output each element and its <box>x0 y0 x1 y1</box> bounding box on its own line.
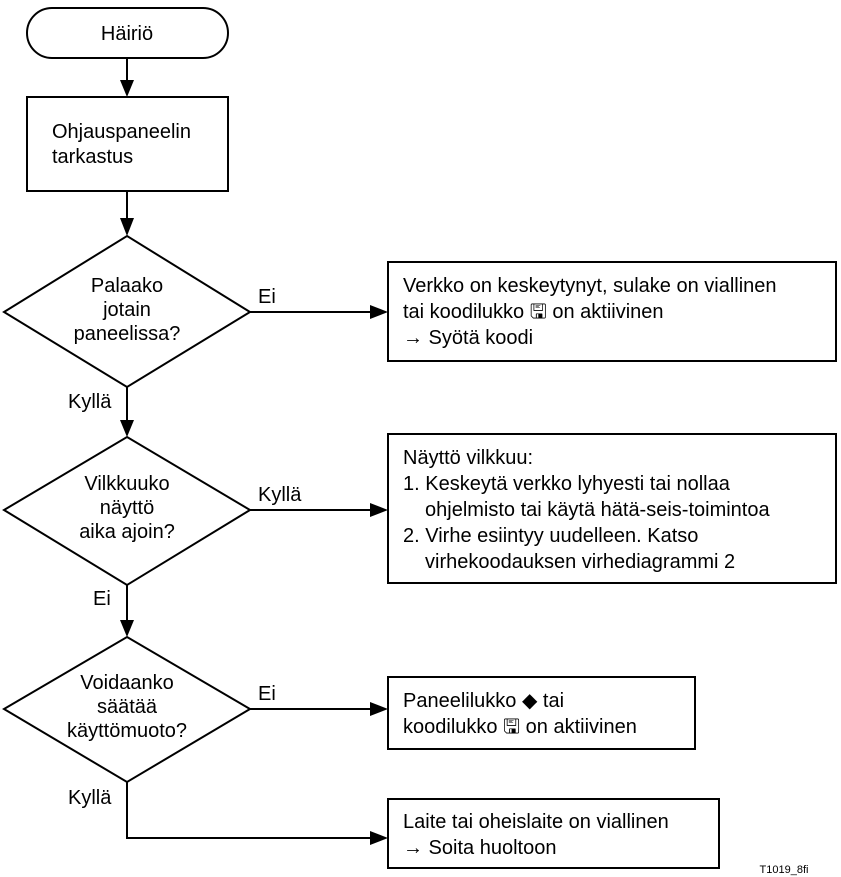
result-1-line-3: → Syötä koodi <box>403 327 533 349</box>
connectors <box>120 58 388 845</box>
arrow-head <box>370 305 388 319</box>
result-box-1: Verkko on keskeytynyt, sulake on viallin… <box>387 261 837 362</box>
check-panel-line-1: Ohjauspaneelin <box>52 121 191 143</box>
figure-id-label: T1019_8fi <box>760 864 809 876</box>
decision-1: Palaako jotain paneelissa? <box>2 234 252 389</box>
decision-1-yes-label: Kyllä <box>68 391 112 413</box>
connector-decision3-yes <box>126 782 370 839</box>
result-4-line-2: → Soita huoltoon <box>403 837 556 859</box>
result-2-line-4: 2. Virhe esiintyy uudelleen. Katso <box>403 525 698 547</box>
decision-1-no-label: Ei <box>258 286 276 308</box>
decision-2-line-2: näyttö <box>100 497 154 519</box>
result-4-line-1: Laite tai oheislaite on viallinen <box>403 811 669 833</box>
result-1-line-1: Verkko on keskeytynyt, sulake on viallin… <box>403 275 777 297</box>
decision-3-line-2: säätää <box>97 696 158 718</box>
decision-1-line-3: paneelissa? <box>74 323 181 345</box>
decision-2-no-label: Ei <box>93 588 111 610</box>
check-panel-box: Ohjauspaneelin tarkastus <box>26 96 229 192</box>
arrow-head <box>120 80 134 97</box>
arrow-head <box>120 420 134 437</box>
decision-3-line-3: käyttömuoto? <box>67 720 187 742</box>
decision-1-line-1: Palaako <box>91 275 163 297</box>
decision-2-yes-label: Kyllä <box>258 484 302 506</box>
arrow-head <box>120 218 134 236</box>
decision-3-no-label: Ei <box>258 683 276 705</box>
result-box-4: Laite tai oheislaite on viallinen → Soit… <box>387 798 720 869</box>
result-2-line-5: virhekoodauksen virhediagrammi 2 <box>425 551 735 573</box>
result-2-line-1: Näyttö vilkkuu: <box>403 447 533 469</box>
result-2-line-3: ohjelmisto tai käytä hätä-seis-toimintoa <box>425 499 770 521</box>
result-3-line-1: Paneelilukko ◆ tai <box>403 690 564 712</box>
decision-2: Vilkkuuko näyttö aika ajoin? <box>2 435 252 587</box>
result-3-line-2: koodilukko 🖫 on aktiivinen <box>403 716 637 738</box>
decision-3: Voidaanko säätää käyttömuoto? <box>2 635 252 784</box>
start-label: Häiriö <box>101 23 153 45</box>
result-box-2: Näyttö vilkkuu: 1. Keskeytä verkko lyhye… <box>387 433 837 584</box>
result-box-3: Paneelilukko ◆ tai koodilukko 🖫 on aktii… <box>387 676 696 750</box>
decision-3-yes-label: Kyllä <box>68 787 112 809</box>
decision-2-line-3: aika ajoin? <box>79 521 175 543</box>
arrow-head <box>370 702 388 716</box>
decision-3-line-1: Voidaanko <box>80 672 173 694</box>
start-terminal: Häiriö <box>26 7 229 59</box>
result-2-line-2: 1. Keskeytä verkko lyhyesti tai nollaa <box>403 473 731 495</box>
arrow-head <box>370 831 388 845</box>
arrow-head <box>370 503 388 517</box>
check-panel-line-2: tarkastus <box>52 146 133 168</box>
arrow-head <box>120 620 134 637</box>
decision-2-line-1: Vilkkuuko <box>84 473 169 495</box>
result-1-line-2: tai koodilukko 🖫 on aktiivinen <box>403 301 664 323</box>
decision-1-line-2: jotain <box>102 299 151 321</box>
